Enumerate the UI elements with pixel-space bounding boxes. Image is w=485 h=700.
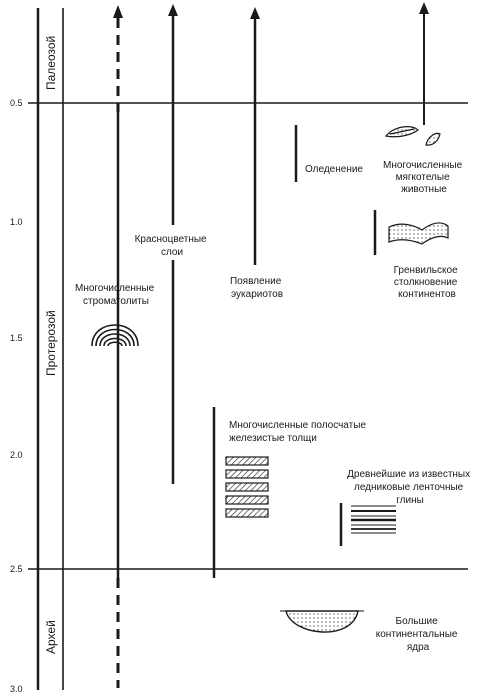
tick-label-1-0: 1.0 (10, 217, 23, 227)
soft-bodied-fossil-icon (384, 126, 441, 146)
cratons-label-line: Большие (396, 616, 439, 627)
banded-iron-label: Многочисленные полосчатые железистые тол… (229, 420, 369, 444)
cratons-label: Большие континентальные ядра (376, 616, 460, 653)
era-label-archean: Архей (44, 620, 58, 654)
eukaryotes-label: Появление эукариотов (230, 276, 284, 300)
eukaryotes-label-line: Появление (230, 276, 282, 287)
arrow-head-icon (250, 7, 260, 19)
banded-iron-label-line: железистые толщи (229, 433, 317, 444)
era-label-proterozoic: Протерозой (44, 310, 58, 376)
varved-clays-icon (351, 505, 396, 534)
soft-bodied-label-line: Многочисленные (383, 160, 463, 171)
stromatolites-label-line: Многочисленные (75, 283, 155, 294)
tick-label-2-5: 2.5 (10, 564, 23, 574)
tick-label-3-0: 3.0 (10, 684, 23, 694)
continental-collision-icon (388, 222, 449, 245)
continental-core-icon (280, 610, 364, 633)
arrow-head-icon (419, 2, 429, 14)
varved-clays-label: Древнейшие из известных ледниковые ленто… (347, 469, 473, 506)
arrow-head-icon (168, 4, 178, 16)
red-beds-label-line: Красноцветные (135, 234, 207, 245)
grenville-label-line: столкновение (394, 277, 458, 288)
red-beds-label: Красноцветные слои (135, 234, 210, 258)
tick-label-2-0: 2.0 (10, 450, 23, 460)
eukaryotes-label-line: эукариотов (231, 289, 283, 300)
stromatolites-label-line: строматолиты (83, 296, 149, 307)
tick-label-1-5: 1.5 (10, 333, 23, 343)
stromatolite-icon (91, 324, 139, 347)
soft-bodied-label-line: животные (401, 184, 447, 195)
soft-bodied-label: Многочисленные мягкотелые животные (383, 160, 465, 195)
grenville-label-line: Гренвильское (394, 265, 458, 276)
cratons-label-line: континентальные (376, 629, 458, 640)
soft-bodied-label-line: мягкотелые (396, 172, 450, 183)
varved-clays-label-line: Древнейшие из известных (347, 469, 470, 480)
banded-iron-label-line: Многочисленные полосчатые (229, 420, 366, 431)
tick-label-0-5: 0.5 (10, 98, 23, 108)
banded-iron-icon (225, 456, 269, 518)
stromatolites-label: Многочисленные строматолиты (75, 283, 157, 307)
varved-clays-label-line: глины (396, 495, 424, 506)
arrow-head-icon (113, 5, 123, 18)
era-label-paleozoic: Палеозой (44, 36, 58, 90)
grenville-label: Гренвильское столкновение континентов (394, 265, 461, 300)
grenville-label-line: континентов (398, 289, 456, 300)
cratons-label-line: ядра (407, 642, 430, 653)
varved-clays-label-line: ледниковые ленточные (354, 482, 464, 493)
red-beds-label-line: слои (161, 247, 183, 258)
glaciation-label: Оледенение (305, 164, 363, 175)
